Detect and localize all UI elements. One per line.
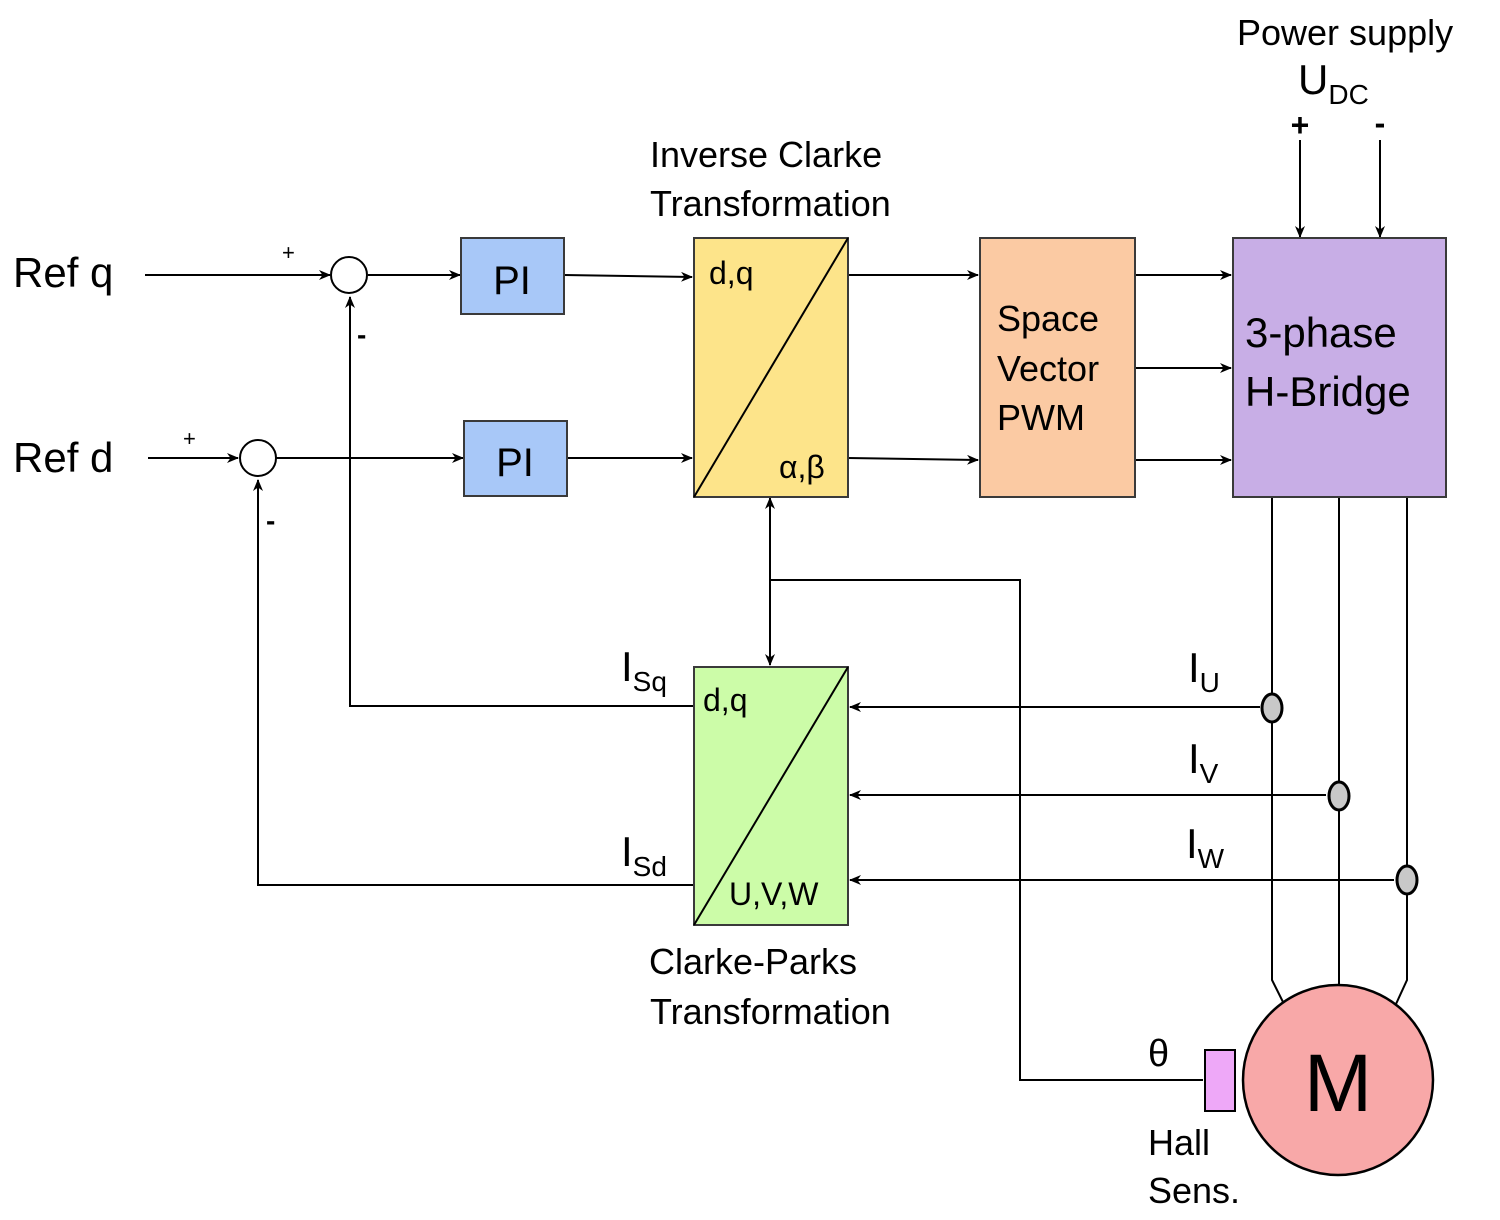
clarke-parks-uvw-label: U,V,W [729,876,819,912]
svpwm-label-line3: PWM [997,397,1085,438]
inverse-clarke-dq-label: d,q [709,255,753,291]
iw-main: I [1186,820,1198,867]
current-sensor-v [1327,780,1351,812]
udc-label: UDC [1298,56,1369,110]
theta-label: θ [1148,1033,1169,1075]
sum-d-plus-sign: + [183,426,196,451]
clarke-parks-block: d,q U,V,W [693,666,849,926]
pi-controller-q-box [460,237,565,315]
current-sensor-u [1260,692,1284,724]
svpwm-block: Space Vector PWM [979,237,1136,498]
ref-q-label: Ref q [13,249,113,296]
signal-lines [145,140,1408,1081]
phase-w-line [1395,497,1408,1005]
iu-label: IU [1188,644,1220,698]
iv-label: IV [1188,735,1219,789]
motor-circle [1241,983,1435,1177]
motor: M [1241,983,1435,1177]
sum-q-minus-sign: - [357,319,366,350]
sum-d-minus-sign: - [266,505,275,536]
iv-subscript: V [1200,758,1219,789]
h-bridge-box [1232,237,1447,498]
iu-subscript: U [1200,667,1220,698]
udc-main: U [1298,56,1328,103]
h-bridge-label-line1: 3-phase [1245,309,1397,356]
clarke-parks-title-1: Clarke-Parks [649,941,857,982]
phase-u-line [1271,497,1285,1005]
hall-sensor [1204,1049,1236,1112]
inverse-clarke-alphabeta-label: α,β [779,449,825,485]
isq-subscript: Sq [633,666,667,697]
summing-junction-q [330,256,368,294]
udc-minus-sign: - [1375,105,1386,141]
inverse-clarke-diagonal [693,237,849,498]
svpwm-label-line1: Space [997,298,1099,339]
pi-q-to-clarke-wire [563,271,693,282]
iv-main: I [1188,735,1200,782]
pi-controller-d: PI [463,420,568,497]
udc-subscript: DC [1328,79,1368,110]
hall-sensor-label-2: Sens. [1148,1170,1240,1211]
motor-label: M [1304,1038,1372,1129]
iw-subscript: W [1198,843,1225,874]
theta-feedback-wire [770,579,1203,1081]
isd-feedback-wire [253,479,694,886]
ref-d-label: Ref d [13,434,113,481]
clarke-parks-title-2: Transformation [650,991,891,1032]
isq-label: ISq [621,643,667,697]
isq-main: I [621,643,633,690]
clarke-parks-diagonal [693,666,849,926]
pi-controller-q-label: PI [493,259,531,303]
inverse-clarke-title-1: Inverse Clarke [650,134,882,175]
iw-label: IW [1186,820,1225,874]
summing-junction-d [239,439,277,477]
power-supply-title: Power supply [1237,12,1453,53]
isd-subscript: Sd [633,851,667,882]
iu-main: I [1188,644,1200,691]
clarke-parks-dq-label: d,q [703,682,747,718]
svpwm-label-line2: Vector [997,348,1099,389]
isq-feedback-wire [345,296,694,707]
sum-q-plus-sign: + [282,240,295,265]
inverse-clarke-title-2: Transformation [650,183,891,224]
isd-main: I [621,828,633,875]
svpwm-box [979,237,1136,498]
clarke-to-svpwm-bottom-wire [847,454,979,465]
inverse-clarke-block: d,q α,β [693,237,849,498]
hall-sensor-label-1: Hall [1148,1122,1210,1163]
current-sensor-w [1395,864,1419,896]
h-bridge-label-line2: H-Bridge [1245,368,1411,415]
udc-plus-sign: + [1291,107,1310,143]
isd-label: ISd [621,828,667,882]
pi-controller-d-box [463,420,568,497]
pi-controller-q: PI [460,237,565,315]
h-bridge-block: 3-phase H-Bridge [1232,237,1447,498]
pi-controller-d-label: PI [496,441,534,485]
